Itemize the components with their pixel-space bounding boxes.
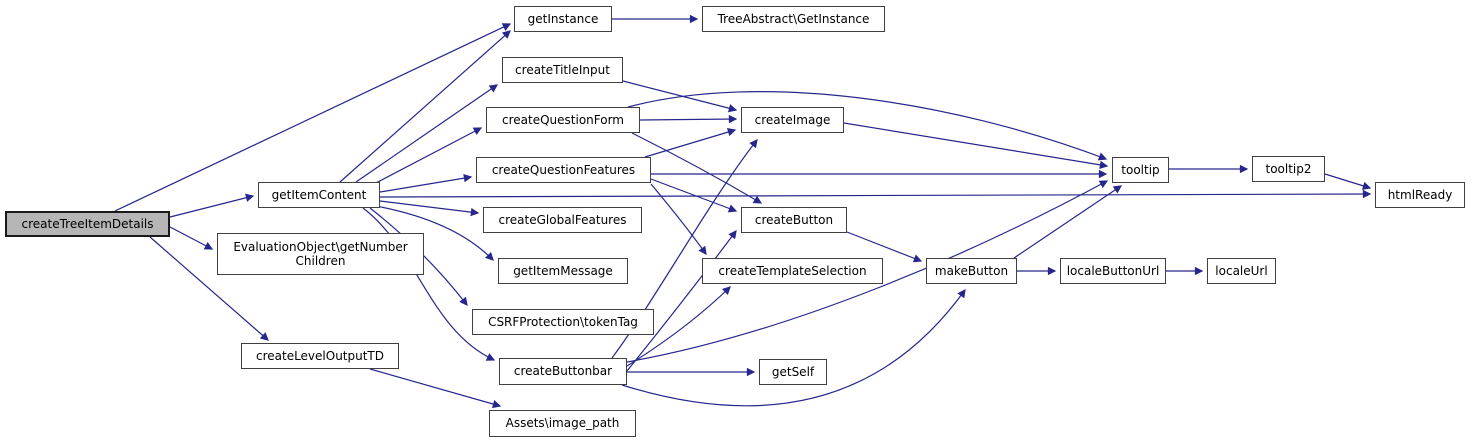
edge-createTreeItemDetails-to-createLevelOutputTD — [149, 236, 269, 341]
edge-getItemContent-to-getItemMessage — [375, 205, 494, 261]
node-label: createButton — [754, 212, 834, 227]
edge-createQuestionForm-to-createImage — [639, 114, 738, 124]
edge-createButtonbar-to-tooltip — [626, 180, 1109, 363]
node-assetsImagePath[interactable]: Assets\image_path — [489, 410, 636, 437]
node-label: getItemMessage — [513, 263, 613, 278]
node-label: createButtonbar — [513, 364, 613, 379]
edge-getItemContent-to-createTitleInput — [355, 84, 499, 183]
node-createTitleInput[interactable]: createTitleInput — [502, 57, 623, 83]
edge-createQuestionFeatures-to-createButton — [650, 178, 738, 213]
node-label: createImage — [754, 112, 831, 127]
edge-createLevelOutputTD-to-assetsImagePath — [369, 368, 502, 409]
node-label: createLevelOutputTD — [255, 348, 385, 363]
edge-createTitleInput-to-createImage — [622, 80, 738, 113]
edge-createTreeItemDetails-to-getInstance — [114, 23, 512, 212]
edge-createQuestionForm-to-createButton — [631, 132, 763, 204]
node-createButtonbar[interactable]: createButtonbar — [499, 358, 627, 385]
node-getInstance[interactable]: getInstance — [514, 6, 612, 32]
edge-getItemContent-to-createQuestionFeatures — [379, 174, 473, 193]
node-label: createTreeItemDetails — [21, 216, 154, 231]
node-createLevelOutputTD[interactable]: createLevelOutputTD — [241, 343, 399, 369]
edge-createTreeItemDetails-to-getNumberChildren — [169, 226, 214, 250]
edge-createImage-to-tooltip — [843, 122, 1109, 169]
node-localeButtonUrl[interactable]: localeButtonUrl — [1060, 258, 1166, 284]
edge-createTreeItemDetails-to-getItemContent — [169, 193, 255, 218]
edge-createButtonbar-to-createButton — [626, 229, 737, 372]
edge-createButtonbar-to-createTemplateSelection — [626, 286, 731, 367]
node-label: createQuestionFeatures — [491, 162, 636, 177]
node-label: Children — [295, 254, 346, 268]
edge-createButton-to-makeButton — [846, 231, 923, 263]
node-label: getItemContent — [271, 187, 367, 202]
node-label: EvaluationObject\getNumber — [233, 239, 408, 254]
node-tooltip2[interactable]: tooltip2 — [1252, 156, 1325, 182]
node-label: createTemplateSelection — [718, 263, 867, 278]
node-label: localeUrl — [1215, 263, 1268, 278]
edge-createQuestionForm-to-tooltip — [627, 91, 1108, 161]
edge-createQuestionFeatures-to-createTemplateSelection — [650, 183, 707, 256]
edge-getItemContent-to-getInstance — [339, 30, 511, 183]
node-createTreeItemDetails: createTreeItemDetails — [5, 211, 170, 237]
node-label: Assets\image_path — [505, 416, 620, 431]
node-label: createGlobalFeatures — [498, 212, 627, 227]
edge-getItemContent-to-createQuestionForm — [373, 127, 483, 185]
node-getItemContent[interactable]: getItemContent — [258, 182, 380, 208]
edge-createQuestionFeatures-to-createImage — [644, 128, 737, 158]
node-createQuestionFeatures[interactable]: createQuestionFeatures — [476, 157, 651, 183]
edge-createButtonbar-to-makeButton — [621, 288, 966, 407]
node-label: tooltip2 — [1265, 161, 1312, 176]
node-createButton[interactable]: createButton — [741, 207, 847, 233]
node-label: getSelf — [771, 364, 815, 379]
node-csrfTokenTag[interactable]: CSRFProtection\tokenTag — [472, 309, 654, 335]
edge-makeButton-to-tooltip — [1013, 185, 1123, 259]
node-label: localeButtonUrl — [1066, 263, 1160, 278]
node-label: CSRFProtection\tokenTag — [488, 314, 638, 329]
edge-getItemContent-to-createButtonbar — [362, 207, 496, 361]
node-getItemMessage[interactable]: getItemMessage — [498, 258, 628, 284]
node-label: makeButton — [934, 263, 1009, 278]
node-label: createQuestionForm — [502, 112, 624, 127]
edge-getItemContent-to-createGlobalFeatures — [379, 200, 480, 217]
node-label: createTitleInput — [515, 62, 610, 77]
node-createImage[interactable]: createImage — [741, 107, 844, 133]
node-createQuestionForm[interactable]: createQuestionForm — [486, 107, 640, 133]
node-localeUrl[interactable]: localeUrl — [1207, 258, 1276, 284]
node-treeAbstractGetInstance[interactable]: TreeAbstract\GetInstance — [702, 6, 885, 32]
node-htmlReady[interactable]: htmlReady — [1375, 182, 1465, 208]
edge-getItemContent-to-htmlReady — [379, 189, 1372, 199]
node-createTemplateSelection[interactable]: createTemplateSelection — [702, 258, 883, 284]
node-label: htmlReady — [1387, 187, 1453, 202]
node-tooltip[interactable]: tooltip — [1112, 157, 1169, 183]
node-makeButton[interactable]: makeButton — [926, 258, 1017, 284]
node-getSelf[interactable]: getSelf — [759, 359, 827, 385]
edge-tooltip2-to-htmlReady — [1324, 173, 1372, 190]
node-label: TreeAbstract\GetInstance — [717, 11, 870, 26]
node-label: tooltip — [1121, 162, 1160, 177]
node-label: getInstance — [527, 11, 599, 26]
node-createGlobalFeatures[interactable]: createGlobalFeatures — [483, 207, 642, 233]
